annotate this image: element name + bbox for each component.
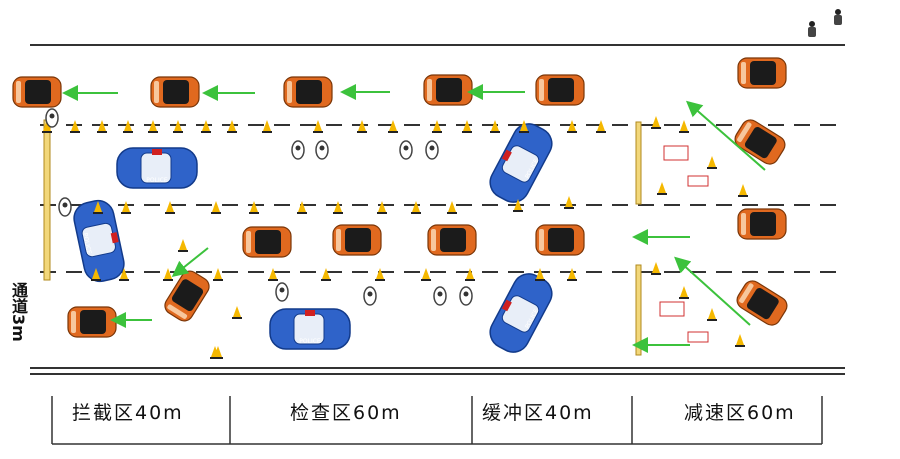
traffic-cone-icon (707, 156, 717, 169)
traffic-cone-icon (333, 201, 343, 214)
traffic-cone-icon (357, 120, 367, 133)
traffic-cone-icon (735, 334, 745, 347)
traffic-cone-icon (411, 201, 421, 214)
traffic-cone-icon (262, 120, 272, 133)
civilian-car-icon (13, 77, 61, 107)
traffic-cone-icon (321, 268, 331, 281)
traffic-cone-icon (738, 184, 748, 197)
traffic-cone-icon (227, 120, 237, 133)
police-car-text: POLICE (146, 177, 168, 184)
motorcycle-icon (434, 287, 446, 305)
barrier-gate-icon (636, 122, 641, 204)
police-car-icon: POLICE (117, 148, 197, 188)
civilian-car-icon (738, 58, 786, 88)
traffic-cone-icon (70, 120, 80, 133)
traffic-cone-icon (651, 116, 661, 129)
traffic-cone-icon (657, 182, 667, 195)
traffic-cone-icon (232, 306, 242, 319)
civilian-car-icon (243, 227, 291, 257)
zone-label-intercept: 拦截区40m (72, 398, 184, 425)
warning-sign-icon (660, 302, 684, 316)
warning-sign-icon (688, 332, 708, 342)
traffic-cone-icon (490, 120, 500, 133)
traffic-cone-icon (163, 268, 173, 281)
police-car-icon: POLICE (270, 309, 350, 349)
traffic-cone-icon (201, 120, 211, 133)
zone-label-inspection: 检查区60m (290, 398, 402, 425)
traffic-cone-icon (313, 120, 323, 133)
channel-label: 通道3m (6, 282, 30, 342)
civilian-car-icon (738, 209, 786, 239)
police-car-icon: POLICE (485, 268, 558, 357)
traffic-cone-icon (249, 201, 259, 214)
motorcycle-icon (316, 141, 328, 159)
traffic-cone-icon (123, 120, 133, 133)
civilian-car-icon (734, 278, 791, 329)
traffic-cone-icon (432, 120, 442, 133)
motorcycle-icon (460, 287, 472, 305)
traffic-cone-icon (564, 196, 574, 209)
police-officer-icon (808, 21, 816, 37)
traffic-cone-icon (651, 262, 661, 275)
traffic-cone-icon (535, 268, 545, 281)
traffic-cone-icon (465, 268, 475, 281)
civilian-car-icon (428, 225, 476, 255)
motorcycle-icon (59, 198, 71, 216)
barrier-gate-icon (44, 120, 50, 280)
motorcycle-icon (426, 141, 438, 159)
zone-label-deceleration: 减速区60m (684, 398, 796, 425)
motorcycle-icon (400, 141, 412, 159)
traffic-cone-icon (178, 239, 188, 252)
civilian-car-icon (333, 225, 381, 255)
traffic-cone-icon (447, 201, 457, 214)
motorcycle-icon (276, 283, 288, 301)
police-officer-icon (834, 9, 842, 25)
civilian-car-icon (536, 225, 584, 255)
traffic-cone-icon (377, 201, 387, 214)
traffic-cone-icon (679, 120, 689, 133)
traffic-cone-icon (121, 201, 131, 214)
civilian-car-icon (68, 307, 116, 337)
civilian-car-icon (424, 75, 472, 105)
barrier-gate-icon (636, 265, 641, 355)
civilian-car-icon (536, 75, 584, 105)
traffic-cone-icon (421, 268, 431, 281)
traffic-cone-icon (375, 268, 385, 281)
zone-label-buffer: 缓冲区40m (482, 398, 594, 425)
civilian-car-icon (151, 77, 199, 107)
police-car-text: POLICE (299, 338, 321, 345)
civilian-car-icon (284, 77, 332, 107)
traffic-cone-icon (165, 201, 175, 214)
traffic-cone-icon (596, 120, 606, 133)
traffic-cone-icon (462, 120, 472, 133)
traffic-cone-icon (148, 120, 158, 133)
traffic-cone-icon (213, 268, 223, 281)
motorcycle-icon (46, 109, 58, 127)
traffic-cone-icon (173, 120, 183, 133)
traffic-cone-icon (268, 268, 278, 281)
traffic-cone-icon (707, 308, 717, 321)
traffic-cone-icon (388, 120, 398, 133)
motorcycle-icon (292, 141, 304, 159)
traffic-cone-icon (211, 201, 221, 214)
warning-sign-icon (664, 146, 688, 160)
traffic-cone-icon (97, 120, 107, 133)
traffic-cone-icon (567, 120, 577, 133)
traffic-cone-icon (297, 201, 307, 214)
traffic-cone-icon (567, 268, 577, 281)
warning-sign-icon (688, 176, 708, 186)
motorcycle-icon (364, 287, 376, 305)
traffic-cone-icon (679, 286, 689, 299)
